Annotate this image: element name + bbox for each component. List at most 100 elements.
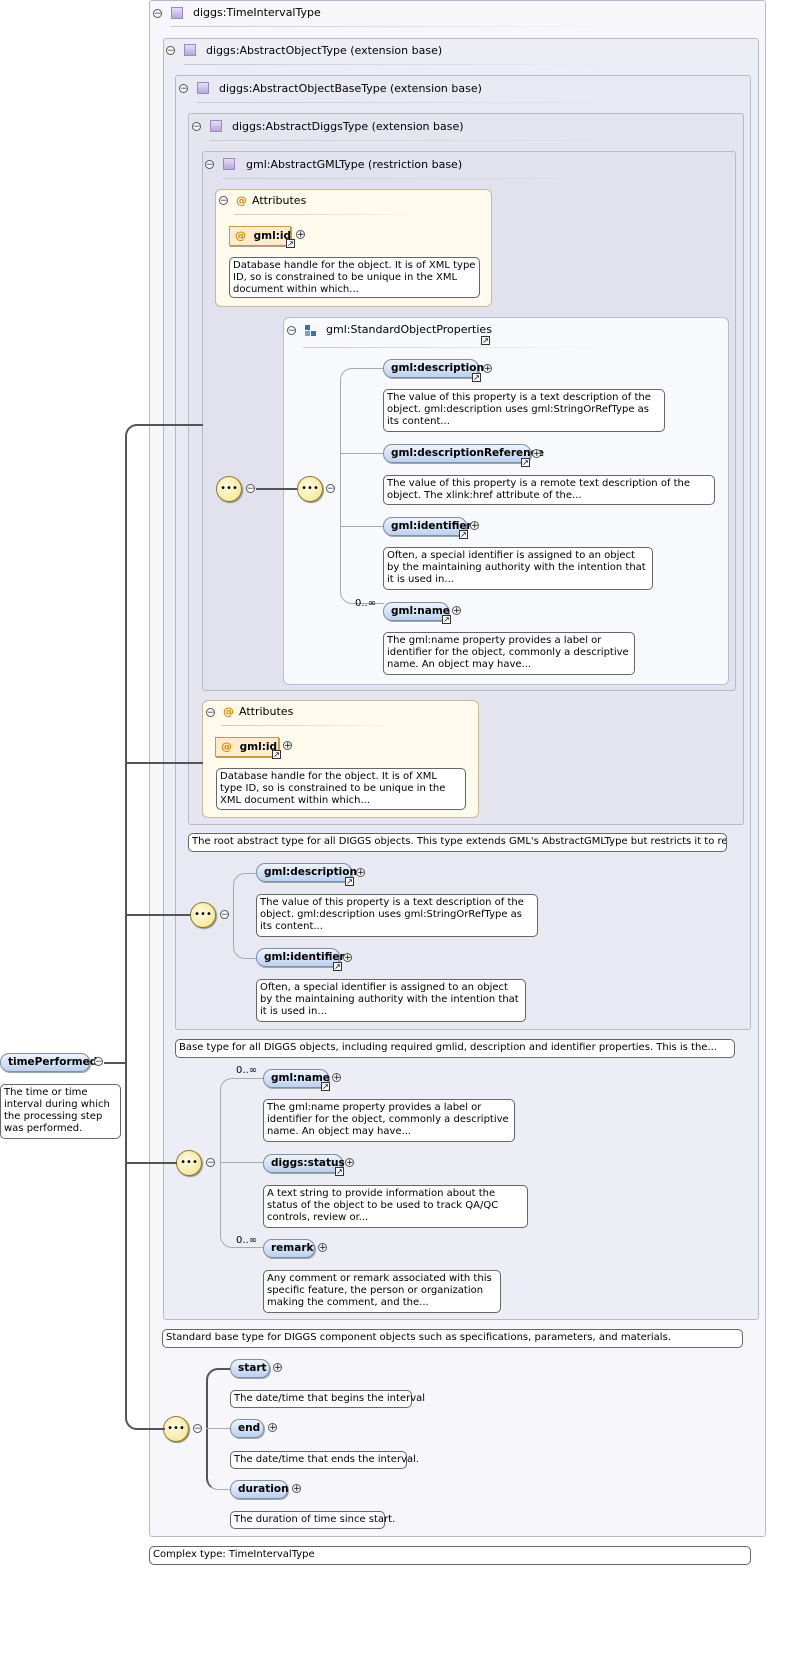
expand-icon[interactable]: + (296, 230, 305, 240)
element-doc: The date/time that begins the interval (230, 1390, 425, 1408)
sequence-bracket (206, 1368, 232, 1490)
end-element[interactable]: end (230, 1419, 264, 1438)
collapse-icon[interactable]: − (153, 9, 162, 19)
gml-name-element[interactable]: gml:name (383, 602, 450, 621)
element-doc: The value of this property is a remote t… (383, 475, 715, 505)
element-doc: Often, a special identifier is assigned … (383, 547, 653, 590)
expand-icon[interactable]: + (332, 1073, 341, 1083)
attributes-title: Attributes (252, 194, 307, 207)
element-doc: The time or time interval during which t… (0, 1084, 121, 1139)
gml-name-element[interactable]: gml:name (263, 1069, 330, 1088)
gml-description-reference-element[interactable]: gml:descriptionReference (383, 444, 544, 463)
expand-icon[interactable]: + (452, 606, 461, 616)
type-documentation: Complex type: TimeIntervalType (149, 1546, 751, 1565)
collapse-icon[interactable]: − (166, 46, 175, 56)
expand-icon[interactable]: + (356, 868, 365, 878)
gml-identifier-element[interactable]: gml:identifier (256, 948, 345, 967)
expand-icon[interactable]: + (470, 521, 479, 531)
collapse-icon[interactable]: − (193, 1424, 202, 1434)
expand-icon[interactable]: + (268, 1423, 277, 1433)
type-title: diggs:AbstractDiggsType (extension base) (232, 120, 464, 133)
title-separator (221, 725, 411, 726)
reference-arrow-icon: ↗ (286, 239, 295, 248)
collapse-icon[interactable]: − (287, 326, 296, 336)
reference-arrow-icon: ↗ (321, 1082, 330, 1091)
occurrence-label: 0..∞ (236, 1235, 258, 1246)
group-icon (305, 325, 317, 337)
gml-description-element[interactable]: gml:description (383, 359, 484, 378)
element-doc: A text string to provide information abo… (263, 1185, 528, 1228)
connector (256, 488, 298, 490)
collapse-icon[interactable]: − (192, 122, 201, 132)
sequence-compositor-icon: ••• (176, 1150, 202, 1176)
connector (125, 762, 203, 764)
type-title: diggs:TimeIntervalType (193, 6, 321, 19)
start-element[interactable]: start (230, 1359, 270, 1378)
reference-arrow-icon: ↗ (335, 1167, 344, 1176)
element-doc: The date/time that ends the interval. (230, 1451, 419, 1469)
attribute-icon: @ (236, 194, 247, 207)
expand-icon[interactable]: + (318, 1243, 327, 1253)
collapse-icon[interactable]: − (206, 708, 215, 718)
title-separator (197, 102, 617, 103)
connector (220, 1162, 266, 1163)
attributes-title: Attributes (239, 705, 294, 718)
title-separator (234, 214, 424, 215)
connector (104, 1062, 126, 1064)
title-separator (170, 26, 610, 27)
sequence-bracket (220, 1078, 266, 1248)
remark-element[interactable]: remark (263, 1239, 315, 1258)
reference-arrow-icon: ↗ (333, 962, 342, 971)
connector (125, 914, 191, 916)
connector (206, 1428, 232, 1429)
connector (340, 453, 384, 454)
element-doc: Often, a special identifier is assigned … (256, 979, 526, 1022)
attribute-icon: @ (221, 740, 232, 753)
gml-description-element[interactable]: gml:description (256, 863, 357, 882)
collapse-icon[interactable]: − (179, 84, 188, 94)
collapse-icon[interactable]: − (205, 160, 214, 170)
title-separator (223, 178, 603, 179)
expand-icon[interactable]: + (483, 364, 492, 374)
type-title: gml:AbstractGMLType (restriction base) (246, 158, 463, 171)
collapse-icon[interactable]: − (220, 910, 229, 920)
expand-icon[interactable]: + (345, 1158, 354, 1168)
diggs-status-element[interactable]: diggs:status (263, 1154, 345, 1173)
complex-type-icon (184, 44, 196, 56)
expand-icon[interactable]: + (283, 741, 292, 751)
collapse-icon[interactable]: − (219, 196, 228, 206)
reference-arrow-icon: ↗ (472, 373, 481, 382)
type-documentation: Base type for all DIGGS objects, includi… (175, 1039, 735, 1058)
sequence-compositor-icon: ••• (216, 476, 242, 502)
time-performed-element[interactable]: timePerformed (0, 1053, 97, 1072)
reference-arrow-icon: ↗ (521, 458, 530, 467)
sequence-compositor-icon: ••• (190, 902, 216, 928)
sequence-compositor-icon: ••• (297, 476, 323, 502)
expand-icon[interactable]: + (343, 953, 352, 963)
group-title: gml:StandardObjectProperties (326, 323, 492, 336)
connector (340, 526, 384, 527)
collapse-icon[interactable]: − (206, 1158, 215, 1168)
collapse-icon[interactable]: − (326, 484, 335, 494)
gml-id-attribute[interactable]: @ gml:id (215, 737, 279, 757)
occurrence-label: 0..∞ (236, 1065, 258, 1076)
gml-identifier-element[interactable]: gml:identifier (383, 517, 472, 536)
title-separator (210, 140, 620, 141)
collapse-icon[interactable]: − (94, 1057, 103, 1067)
complex-type-icon (171, 7, 183, 19)
expand-icon[interactable]: + (532, 449, 541, 459)
gml-id-attribute[interactable]: @ gml:id (229, 226, 291, 246)
connector (135, 1428, 165, 1430)
attribute-icon: @ (235, 229, 246, 242)
element-doc: Any comment or remark associated with th… (263, 1270, 501, 1313)
collapse-icon[interactable]: − (246, 484, 255, 494)
sequence-bracket (233, 873, 259, 959)
expand-icon[interactable]: + (273, 1363, 282, 1373)
title-separator (184, 64, 614, 65)
attribute-name: gml:id (253, 230, 292, 242)
expand-icon[interactable]: + (292, 1484, 301, 1494)
type-documentation: The root abstract type for all DIGGS obj… (188, 833, 727, 852)
duration-element[interactable]: duration (230, 1480, 289, 1499)
element-doc: The value of this property is a text des… (256, 894, 538, 937)
reference-arrow-icon: ↗ (442, 615, 451, 624)
